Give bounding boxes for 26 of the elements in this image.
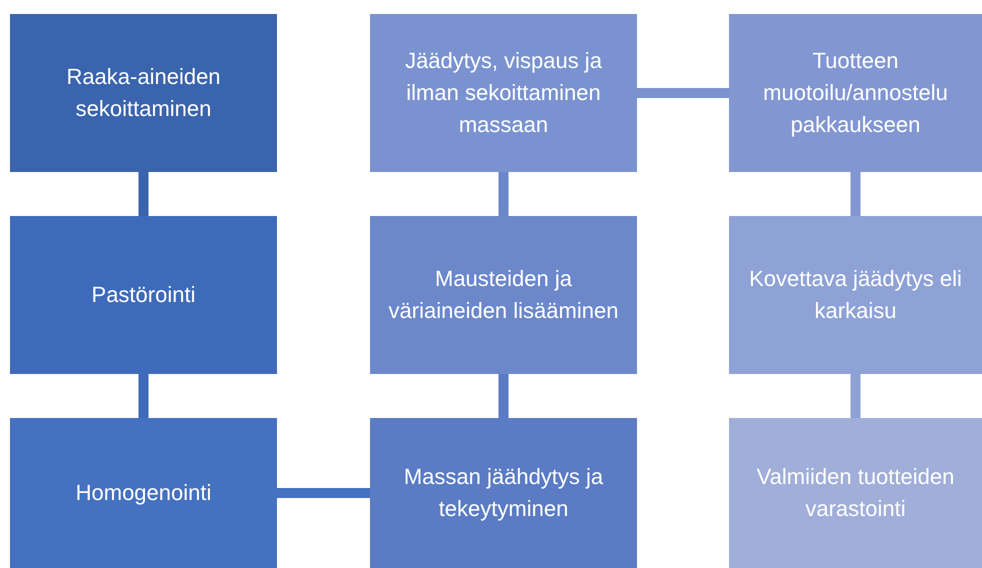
process-box bbox=[10, 418, 277, 568]
process-box bbox=[729, 14, 982, 172]
connector-line bbox=[850, 374, 860, 418]
process-box bbox=[370, 216, 637, 374]
process-box bbox=[370, 418, 637, 568]
connector-line bbox=[850, 172, 860, 216]
connector-line bbox=[637, 88, 729, 98]
step-label: Tuotteen muotoilu/annostelu pakkaukseen bbox=[762, 47, 949, 139]
process-box bbox=[370, 14, 637, 172]
step-label: Homogenointi bbox=[76, 479, 212, 507]
connector-line bbox=[138, 172, 148, 216]
step-label: Raaka-aineiden sekoittaminen bbox=[65, 63, 222, 123]
step-label: Pastörointi bbox=[92, 281, 196, 309]
process-box bbox=[10, 14, 277, 172]
step-label: Massan jäähdytys ja tekeytyminen bbox=[402, 463, 604, 523]
process-box bbox=[10, 216, 277, 374]
connector-line bbox=[277, 488, 370, 498]
process-box bbox=[729, 216, 982, 374]
connector-line bbox=[138, 374, 148, 418]
step-label: Mausteiden ja väriaineiden lisääminen bbox=[388, 265, 620, 325]
step-label: Valmiiden tuotteiden varastointi bbox=[756, 463, 956, 523]
connector-line bbox=[498, 374, 508, 418]
process-box bbox=[729, 418, 982, 568]
step-label: Jäädytys, vispaus ja ilman sekoittaminen massaan bbox=[404, 47, 603, 139]
step-label: Kovettava jäädytys eli karkaisu bbox=[748, 265, 963, 325]
connector-line bbox=[498, 172, 508, 216]
